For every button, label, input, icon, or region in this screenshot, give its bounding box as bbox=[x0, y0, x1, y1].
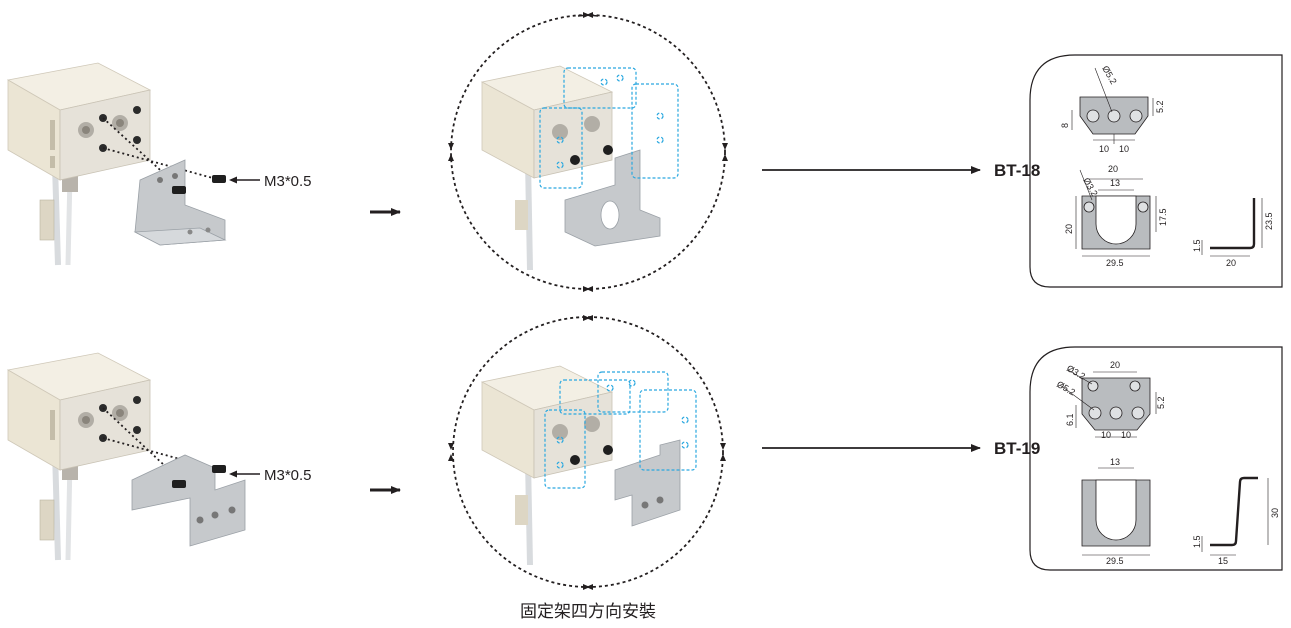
model-label: BT-19 bbox=[994, 439, 1040, 458]
blueprint-outline bbox=[544, 371, 697, 489]
dim-text: Ø5.2 bbox=[1100, 64, 1118, 86]
dim-text: 29.5 bbox=[1106, 258, 1124, 268]
dim-text: 17.5 bbox=[1158, 208, 1168, 226]
row2-sensor-mounted bbox=[480, 365, 697, 566]
caption: 固定架四方向安裝 bbox=[520, 602, 656, 621]
rotation-circle bbox=[448, 12, 728, 292]
screw-label: M3*0.5 bbox=[264, 173, 312, 190]
dim-text: 5.2 bbox=[1155, 100, 1165, 113]
model-label: BT-18 bbox=[994, 161, 1040, 180]
dim-text: 13 bbox=[1110, 457, 1120, 467]
dim-text: 20 bbox=[1064, 224, 1074, 234]
dim-text: 13 bbox=[1110, 178, 1120, 188]
spec-panel bbox=[1029, 54, 1283, 288]
dim-text: 6.1 bbox=[1065, 413, 1075, 426]
row1-sensor-exploded bbox=[6, 62, 227, 266]
rotation-circle bbox=[448, 315, 726, 590]
dim-text: 5.2 bbox=[1156, 396, 1166, 409]
dim-text: 20 bbox=[1110, 360, 1120, 370]
dim-text: 10 bbox=[1099, 144, 1109, 154]
dim-text: 15 bbox=[1218, 556, 1228, 566]
dim-text: 29.5 bbox=[1106, 556, 1124, 566]
screw-icon bbox=[172, 465, 226, 488]
bt19-drawing bbox=[1059, 369, 1269, 556]
screw-icon bbox=[172, 175, 226, 194]
dim-text: 20 bbox=[1108, 164, 1118, 174]
dim-text: 10 bbox=[1119, 144, 1129, 154]
dim-text: 10 bbox=[1101, 430, 1111, 440]
row1-sensor-mounted bbox=[480, 65, 679, 271]
dim-text: 30 bbox=[1270, 508, 1280, 518]
blueprint-outline bbox=[539, 67, 679, 189]
dim-text: 20 bbox=[1226, 258, 1236, 268]
dim-text: 1.5 bbox=[1192, 239, 1202, 252]
dim-text: 23.5 bbox=[1264, 212, 1274, 230]
dim-text: 10 bbox=[1121, 430, 1131, 440]
screw-label: M3*0.5 bbox=[264, 467, 312, 484]
row2-sensor-exploded bbox=[6, 352, 246, 561]
spec-panel bbox=[1029, 346, 1283, 571]
dim-text: 1.5 bbox=[1192, 535, 1202, 548]
dim-text: 8 bbox=[1060, 123, 1070, 128]
bt18-drawing bbox=[1071, 67, 1263, 257]
